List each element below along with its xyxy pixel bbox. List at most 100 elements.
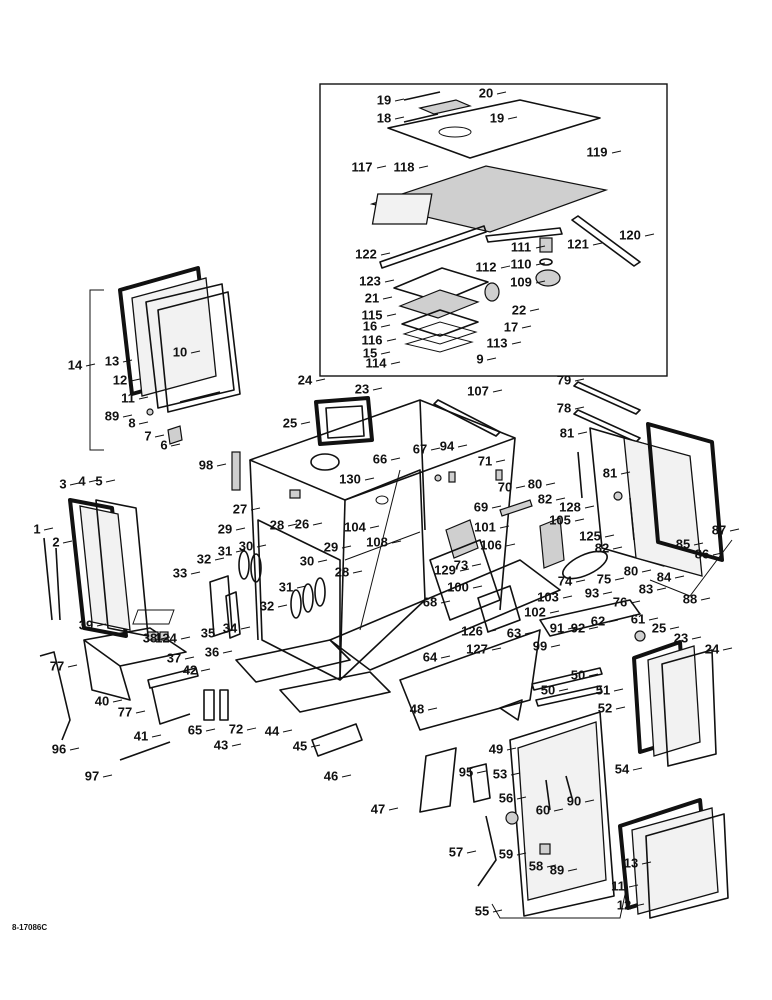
grommet-31a	[250, 553, 262, 583]
side-window-glass	[647, 645, 701, 757]
leader-106	[505, 543, 516, 547]
leader-23	[691, 636, 702, 640]
bracket-88	[649, 539, 733, 597]
leader-49	[506, 747, 517, 751]
leader-75	[614, 577, 625, 581]
cab-post-rear-right	[419, 399, 426, 531]
leader-89	[122, 414, 133, 418]
callout-12: 12	[617, 897, 631, 912]
callout-35: 35	[201, 625, 215, 640]
callout-127: 127	[466, 641, 488, 656]
leader-59	[516, 852, 527, 856]
bolt-67	[434, 474, 442, 482]
leader-78	[574, 406, 585, 410]
strip-52	[535, 685, 603, 707]
rail-side	[571, 215, 641, 267]
door-handle-90	[565, 775, 573, 799]
leader-71	[495, 459, 506, 463]
callout-129: 129	[434, 562, 456, 577]
clip-38	[147, 631, 159, 641]
callout-48: 48	[410, 701, 424, 716]
leader-110	[535, 262, 546, 266]
leader-45	[310, 744, 321, 748]
callout-110: 110	[511, 256, 532, 271]
roof-panel	[387, 99, 601, 159]
leader-48	[427, 707, 438, 711]
callout-81: 81	[603, 465, 617, 480]
callout-37: 37	[167, 650, 181, 665]
blower-motor	[539, 237, 553, 253]
leader-52	[615, 706, 626, 710]
lower-window-glass	[631, 807, 719, 915]
callout-28: 28	[270, 517, 284, 532]
leader-27	[250, 507, 261, 511]
callout-118: 118	[394, 159, 415, 174]
right-window-latch	[629, 497, 635, 541]
leader-72	[246, 727, 257, 731]
callout-115: 115	[362, 307, 383, 322]
window-frame	[145, 283, 235, 409]
fender-strip-62	[539, 599, 641, 637]
leader-1	[43, 527, 54, 531]
filter-element	[398, 289, 480, 319]
leader-6	[170, 443, 181, 447]
callout-25: 25	[283, 415, 297, 430]
callout-107: 107	[467, 383, 489, 398]
right-door-assembly	[477, 711, 627, 919]
clip-124	[159, 631, 169, 641]
callout-80: 80	[528, 476, 542, 491]
leader-37	[184, 656, 195, 660]
rail-left	[379, 225, 487, 269]
floor-console	[477, 585, 521, 633]
callout-113: 113	[487, 335, 508, 350]
callout-95: 95	[459, 764, 473, 779]
left-door-seal	[68, 498, 128, 638]
leader-103	[562, 595, 573, 599]
callout-41: 41	[134, 728, 148, 743]
leader-11	[138, 396, 149, 400]
roof-plug	[375, 495, 389, 505]
reference-code: 8-17086C	[12, 923, 47, 932]
leader-80	[545, 482, 556, 486]
callout-78: 78	[557, 400, 571, 415]
leader-93	[602, 591, 613, 595]
left-door-glass	[79, 505, 131, 631]
clip-71	[495, 469, 503, 481]
leader-40	[112, 699, 123, 703]
leader-70	[515, 485, 526, 489]
leader-95	[476, 770, 487, 774]
leader-26	[312, 522, 323, 526]
cab-post-front-right	[499, 437, 516, 611]
leader-108	[391, 540, 402, 544]
leader-53	[510, 772, 521, 776]
roof-hatch-opening	[310, 453, 340, 471]
callout-117: 117	[352, 159, 373, 174]
callout-3: 3	[59, 476, 66, 491]
callout-104: 104	[344, 519, 366, 534]
grommet-31b	[290, 589, 302, 619]
lower-center-parts	[399, 599, 646, 813]
callout-84: 84	[657, 569, 672, 584]
rear-wall	[429, 539, 501, 621]
callout-23: 23	[674, 630, 688, 645]
callout-89: 89	[550, 862, 564, 877]
leader-101	[499, 525, 510, 529]
cab-brace	[359, 469, 401, 631]
callout-62: 62	[591, 613, 605, 628]
callout-43: 43	[214, 737, 228, 752]
leader-102	[549, 610, 560, 614]
leader-99	[550, 644, 561, 648]
blower-wheel	[535, 269, 561, 287]
leader-94	[457, 444, 468, 448]
callout-45: 45	[293, 738, 307, 753]
leader-56	[516, 796, 527, 800]
leader-64	[440, 655, 451, 659]
leader-43	[231, 743, 242, 747]
callout-56: 56	[499, 790, 513, 805]
callout-80: 80	[624, 563, 638, 578]
callout-11: 11	[121, 390, 135, 405]
callout-32: 32	[197, 551, 211, 566]
callout-39: 39	[79, 617, 93, 632]
callout-109: 109	[510, 274, 532, 289]
callout-59: 59	[499, 846, 513, 861]
